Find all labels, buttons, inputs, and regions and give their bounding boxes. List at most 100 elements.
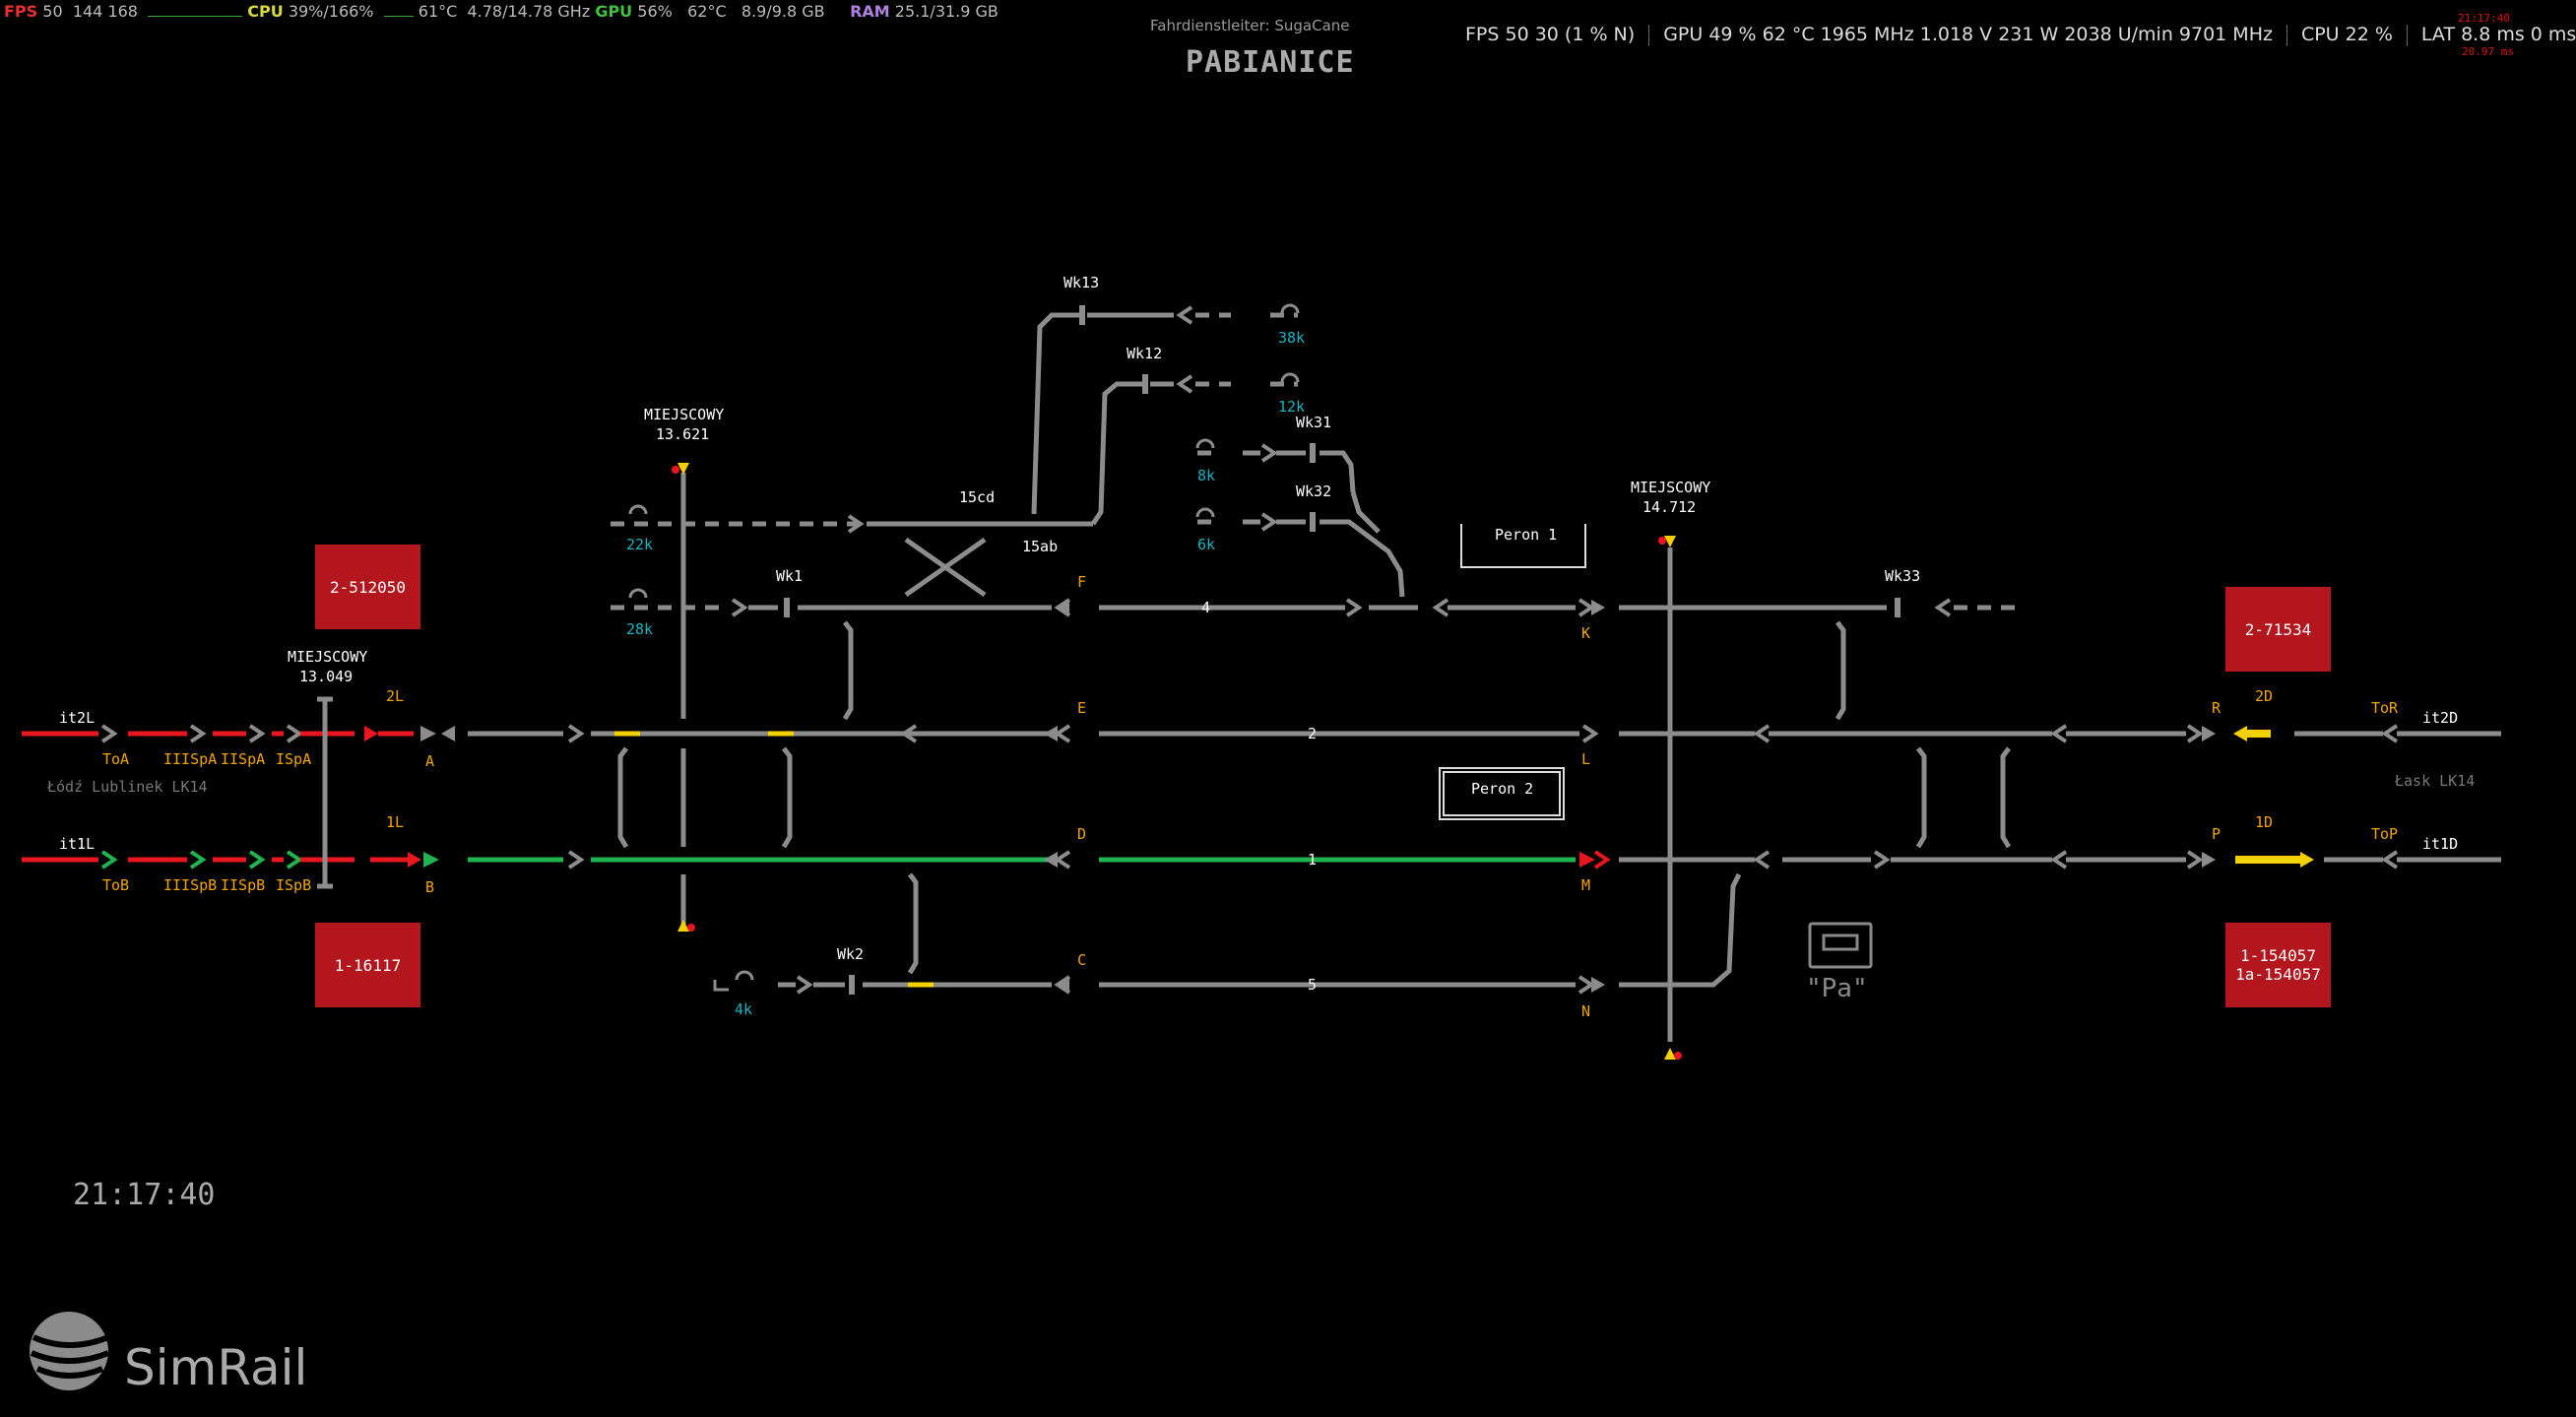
arrow-right-icon [248,850,266,870]
signal-Wk1-icon[interactable] [784,598,790,617]
arrow-right-icon [189,850,207,870]
crossing-lamp-icon [1658,537,1666,545]
label-km-1: 13.049 [299,668,353,685]
label-Wk12: Wk12 [1127,345,1162,362]
label-ISpB: ISpB [276,876,311,894]
small-time: 21:17:40 [2458,12,2510,25]
arrow-left-icon [2381,724,2399,743]
label-2D: 2D [2255,687,2273,705]
signal-2D-icon[interactable] [2233,726,2247,741]
arrow-left-icon [1753,724,1771,743]
label-km-2: 13.621 [656,425,709,443]
label-miejscowy-1: MIEJSCOWY [288,648,367,666]
signal-A-back-icon[interactable] [441,726,455,741]
arrow-right-icon [1593,850,1611,870]
arrow-right-icon [100,850,118,870]
label-track-2: 2 [1308,725,1317,742]
label-Wk13: Wk13 [1063,274,1099,291]
arrow-left-icon [1934,598,1952,617]
route-box-label-2: 1a-154057 [2235,965,2321,984]
route-box-label: 2-71534 [2244,619,2312,639]
branch-join [1350,491,1381,534]
label-ToR: ToR [2371,699,2399,717]
label-track-5: 5 [1308,976,1317,994]
left-approach-track-2 [22,724,585,743]
arrow-right-icon [796,975,813,995]
arrow-left-icon [1432,598,1449,617]
signal-B-icon[interactable] [423,852,439,868]
signal-R-back-icon[interactable] [2202,726,2216,741]
route-box-2-512050[interactable]: 2-512050 [315,545,420,629]
fps-label: FPS [4,2,38,21]
crossing [904,537,987,598]
crossover-6-9 [907,872,919,975]
lat-right: LAT 8.8 ms 0 ms [2420,24,2576,45]
arrow-right-icon [286,850,303,870]
dispatcher-label: Fahrdienstleiter: SugaCane [1150,17,1350,34]
signal-Wk13-icon[interactable] [1079,305,1085,325]
pa-station-icon[interactable] [1808,922,1873,969]
label-miejscowy-2: MIEJSCOWY [644,406,724,423]
arrow-right-icon [567,850,585,870]
label-P: P [2212,825,2221,843]
label-2L: 2L [386,687,404,705]
label-peron-1: Peron 1 [1495,526,1557,544]
signal-D-icon[interactable] [1044,852,1058,868]
cpu-value: 39%/166% [288,2,374,21]
arrow-right-icon [1345,598,1363,617]
label-ToA: ToA [102,750,129,768]
arrow-left-icon [2050,850,2068,870]
crossing-light-icon [677,463,689,475]
arrow-right-icon [286,724,303,743]
signal-F-icon[interactable] [1056,600,1069,615]
signal-Wk32-icon[interactable] [1310,512,1316,532]
buffer-stop-icon [713,980,729,992]
signal-P-back-icon[interactable] [2202,852,2216,868]
signal-Wk31-icon[interactable] [1310,443,1316,463]
crossover-36-38 [1835,620,1846,721]
signal-E-icon[interactable] [1044,726,1058,741]
signal-M-icon[interactable] [1579,852,1595,868]
arrow-right-icon [189,724,207,743]
signal-A-icon[interactable] [420,726,436,741]
fps-value: 50 [42,2,63,21]
platform-2 [1439,767,1565,820]
signal-2L-arrow-icon[interactable] [364,726,378,741]
signal-Wk12-icon[interactable] [1142,374,1148,394]
buffer-stop-icon [628,504,648,515]
label-K: K [1581,624,1590,642]
signal-K-icon[interactable] [1591,600,1605,615]
buffer-stop-icon [1195,438,1215,449]
crossover-2-1 [617,746,629,849]
arrow-left-icon [2381,850,2399,870]
signal-1L-arrow-icon[interactable] [408,852,421,868]
branch-wk13 [1031,312,1079,515]
label-R: R [2212,699,2222,717]
label-L: L [1581,750,1590,768]
label-IIISpB: IIISpB [163,876,217,894]
route-box-1-154057[interactable]: 1-154057 1a-154057 [2225,923,2331,1007]
arrow-right-icon [1578,975,1595,995]
pa-screen-icon [1822,934,1859,951]
label-28k: 28k [626,620,653,638]
branch-wk32 [1320,519,1405,598]
label-N: N [1581,1002,1590,1020]
station-title: PABIANICE [1186,45,1355,80]
crossover-3-5 [781,746,793,849]
label-ToB: ToB [102,876,129,894]
label-38k: 38k [1278,329,1305,347]
arrow-right-icon [731,598,748,617]
perf-overlay-right: FPS 50 30 (1 % N)GPU 49 % 62 °C 1965 MHz… [1465,24,2576,46]
label-track-1: 1 [1308,851,1317,869]
crossing-light-icon [1664,1048,1676,1060]
signal-C-icon[interactable] [1056,977,1069,993]
label-Wk31: Wk31 [1296,414,1331,431]
signal-Wk2-icon[interactable] [849,975,855,995]
signal-Wk33-icon[interactable] [1895,598,1900,617]
label-B: B [425,878,434,896]
route-box-2-71534[interactable]: 2-71534 [2225,587,2331,672]
signal-N-icon[interactable] [1591,977,1605,993]
signal-1D-icon[interactable] [2300,852,2314,868]
route-box-1-16117[interactable]: 1-16117 [315,923,420,1007]
label-4k: 4k [735,1000,752,1018]
